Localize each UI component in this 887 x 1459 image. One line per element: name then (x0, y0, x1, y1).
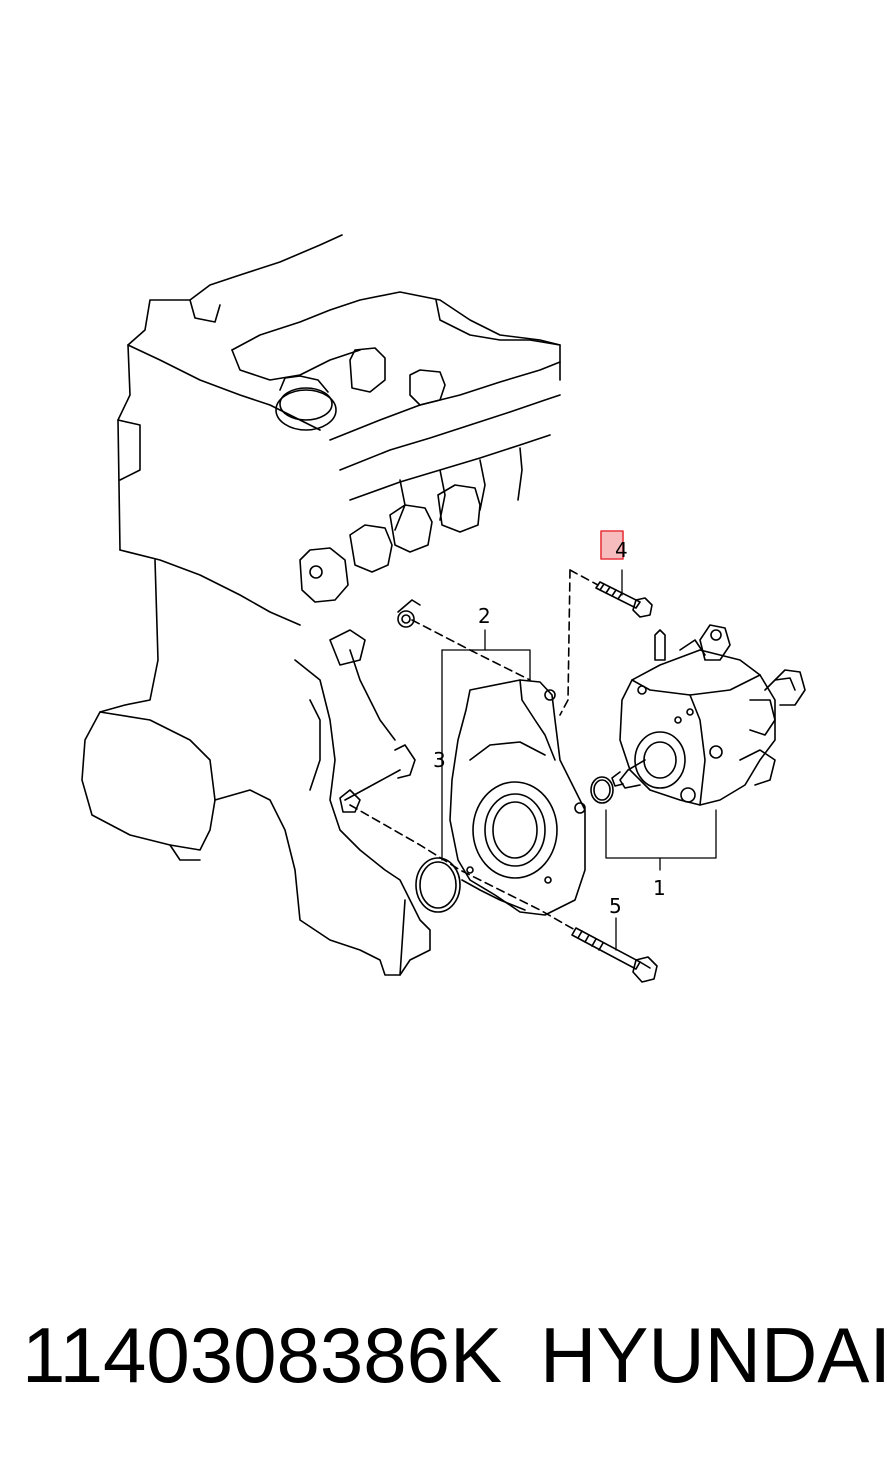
upper-bolt-drawing (595, 581, 653, 618)
highlight-marker (600, 530, 624, 560)
callout-3: 3 (433, 748, 446, 772)
callout-5: 5 (609, 894, 622, 918)
o-ring-drawing (415, 857, 461, 913)
pump-bracket-drawing (449, 679, 586, 916)
leader-lines (441, 569, 717, 951)
engine-block-drawing (81, 234, 561, 976)
exploded-parts-diagram: 1 2 3 4 5 (81, 234, 806, 983)
fuel-pump-drawing (590, 624, 806, 806)
part-number: 1140308386K (22, 1311, 503, 1399)
callout-4: 4 (615, 538, 628, 562)
caption: 1140308386K HYUNDAI (0, 1300, 887, 1410)
callout-2: 2 (478, 604, 491, 628)
callout-1: 1 (653, 876, 666, 900)
lower-bolt-drawing (571, 927, 658, 983)
brand-name: HYUNDAI (540, 1311, 887, 1399)
assembly-guide-lines (349, 569, 599, 931)
